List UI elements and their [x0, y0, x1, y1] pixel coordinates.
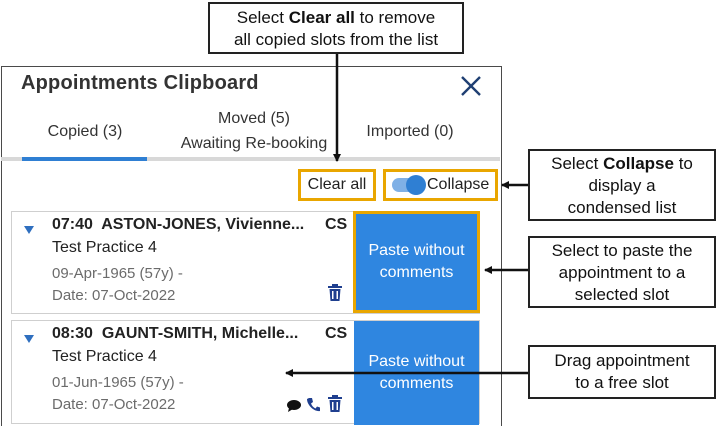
callout-text: selected slot	[574, 285, 670, 304]
appointment-card[interactable]: 07:40 ASTON-JONES, Vivienne... CS Test P…	[11, 211, 480, 314]
callout-text: all copied slots from the list	[233, 30, 439, 49]
date-of-birth: 01-Jun-1965 (57y) -	[52, 374, 184, 391]
callout-bold: Collapse	[603, 154, 674, 173]
callout-text: Select	[551, 154, 604, 173]
trash-icon[interactable]	[327, 284, 343, 302]
clear-all-label: Clear all	[307, 176, 367, 193]
tab-imported[interactable]: Imported (0)	[348, 121, 472, 143]
tab-imported-label: Imported (0)	[366, 123, 454, 140]
callout-text: appointment to a	[558, 263, 686, 282]
callout-collapse: Select Collapse to display a condensed l…	[528, 149, 716, 221]
tab-divider	[1, 157, 500, 161]
tab-moved[interactable]: Moved (5) Awaiting Re-booking	[166, 108, 342, 155]
appointment-time-name: 07:40 ASTON-JONES, Vivienne...	[52, 216, 305, 233]
date-of-birth: 09-Apr-1965 (57y) -	[52, 265, 183, 282]
callout-bold: Clear all	[288, 8, 355, 27]
comment-icon[interactable]	[286, 399, 302, 413]
paste-label: Paste without	[368, 242, 465, 259]
tab-moved-label: Moved (5)	[217, 110, 291, 127]
callout-text: Select	[236, 8, 289, 27]
callout-text: condensed list	[567, 198, 677, 217]
clinician-code: CS	[325, 216, 348, 233]
trash-icon[interactable]	[327, 395, 343, 413]
practice-name: Test Practice 4	[52, 239, 157, 256]
appointment-date: Date: 07-Oct-2022	[52, 287, 176, 304]
active-tab-indicator	[22, 157, 147, 161]
callout-text: to remove	[354, 8, 436, 27]
callout-text: Select to paste the	[551, 241, 693, 260]
toggle-knob	[406, 175, 426, 195]
close-icon[interactable]	[458, 73, 484, 99]
callout-clear-all: Select Clear all to remove all copied sl…	[208, 2, 464, 54]
expand-caret-icon[interactable]	[24, 226, 34, 234]
collapse-label: Collapse	[427, 176, 490, 193]
clear-all-button[interactable]: Clear all	[298, 169, 376, 201]
tab-moved-sublabel: Awaiting Re-booking	[180, 135, 328, 152]
callout-text: to	[673, 154, 693, 173]
callout-paste: Select to paste the appointment to a sel…	[528, 236, 716, 308]
collapse-toggle[interactable]: Collapse	[383, 169, 498, 201]
appointment-time-name: 08:30 GAUNT-SMITH, Michelle...	[52, 325, 299, 342]
practice-name: Test Practice 4	[52, 348, 157, 365]
paste-sublabel: comments	[379, 375, 454, 392]
paste-sublabel: comments	[379, 264, 454, 281]
tab-copied[interactable]: Copied (3)	[22, 121, 148, 143]
callout-text: to a free slot	[575, 373, 669, 392]
toggle-switch[interactable]	[392, 175, 426, 195]
expand-caret-icon[interactable]	[24, 335, 34, 343]
phone-icon[interactable]	[306, 397, 320, 413]
clinician-code: CS	[325, 325, 348, 342]
paste-label: Paste without	[368, 353, 465, 370]
callout-drag: Drag appointment to a free slot	[528, 345, 716, 399]
paste-without-comments-button[interactable]: Paste without comments	[353, 211, 480, 313]
callout-text: Drag appointment	[554, 351, 690, 370]
tab-copied-label: Copied (3)	[47, 123, 123, 140]
callout-text: display a	[588, 176, 656, 195]
appointment-date: Date: 07-Oct-2022	[52, 396, 176, 413]
panel-title: Appointments Clipboard	[21, 72, 259, 94]
